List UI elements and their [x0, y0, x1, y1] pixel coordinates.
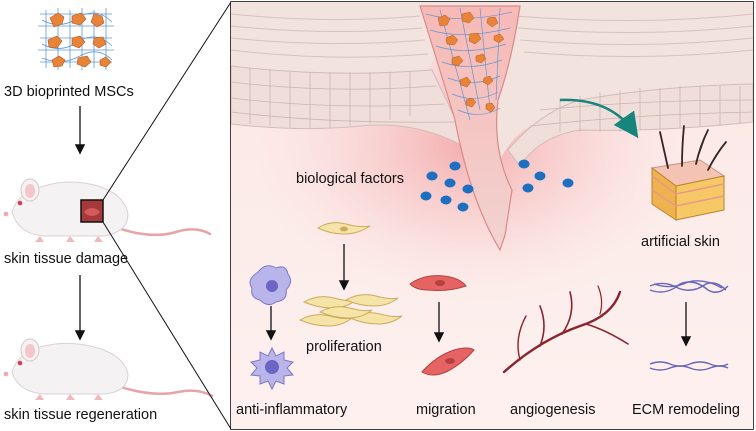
- step3-label: skin tissue regeneration: [4, 407, 157, 423]
- artificial-skin-icon: [650, 125, 727, 221]
- biological-factors-label: biological factors: [296, 171, 404, 187]
- migration-label: migration: [416, 402, 476, 418]
- ecm-fibers-disordered-icon: [649, 280, 729, 293]
- zoom-line-top: [102, 1, 232, 201]
- angiogenesis-label: angiogenesis: [510, 402, 595, 418]
- mouse-damaged-icon: [3, 178, 212, 242]
- left-workflow: 3D bioprinted MSCs skin tissue damage: [3, 1, 232, 430]
- artificial-skin-label: artificial skin: [641, 234, 720, 250]
- macrophage-activated-icon: [250, 346, 294, 391]
- arrow-to-artificial-skin: [559, 98, 639, 139]
- biological-factor-dots: [420, 159, 574, 212]
- fibroblast-single-icon: [317, 222, 371, 235]
- step1-label: 3D bioprinted MSCs: [4, 84, 134, 100]
- detail-panel: biological factors: [230, 1, 754, 430]
- anti-inflammatory-label: anti-inflammatory: [236, 402, 348, 418]
- ecm-fibers-aligned-icon: [649, 361, 729, 371]
- migrated-cell-icon: [421, 347, 475, 376]
- ecm-remodeling-label: ECM remodeling: [632, 402, 740, 418]
- step2-label: skin tissue damage: [4, 251, 128, 267]
- migrating-cell-icon: [409, 275, 467, 291]
- mouse-healed-icon: [3, 338, 214, 400]
- blood-vessels-icon: [502, 285, 629, 374]
- wound-channel: [419, 5, 521, 252]
- fibroblast-cluster-icon: [298, 294, 403, 327]
- macrophage-resting-icon: [249, 265, 292, 306]
- bioprinted-scaffold-icon: [38, 8, 114, 70]
- zoom-line-bottom: [102, 221, 232, 430]
- proliferation-label: proliferation: [306, 339, 382, 355]
